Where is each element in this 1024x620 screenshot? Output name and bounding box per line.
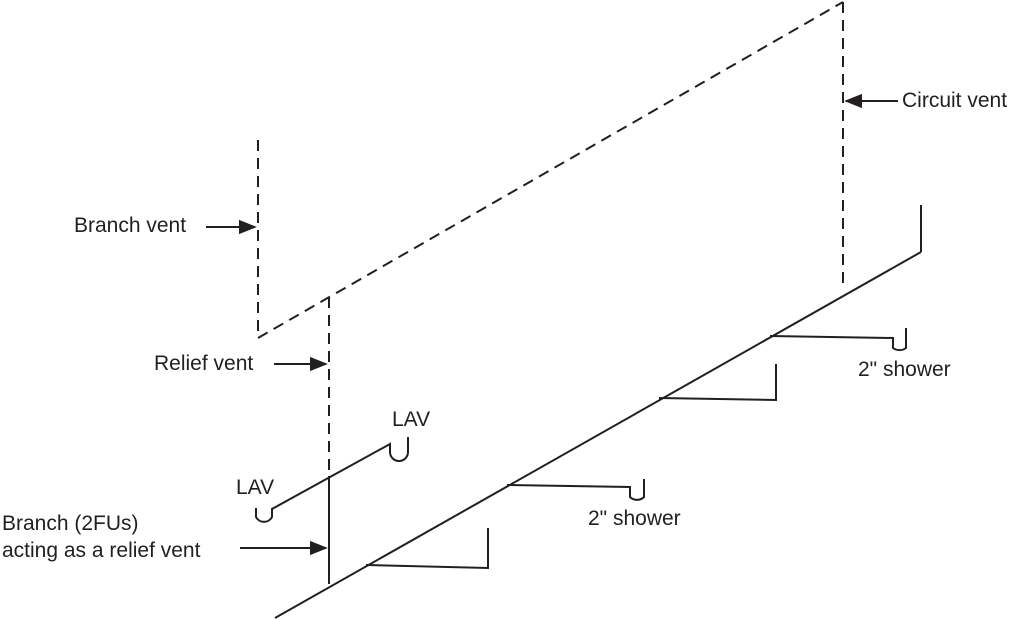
upper-stub-branch (658, 364, 777, 402)
lav-upper-label: LAV (392, 408, 431, 431)
vent-header-line (257, 1, 844, 339)
upper-shower-branch (769, 328, 907, 352)
circuit-vent-label: Circuit vent (902, 89, 1008, 112)
relief-vent-label: Relief vent (154, 352, 254, 375)
lower-stub-branch (365, 528, 489, 570)
main-drain-pipe (274, 251, 922, 619)
branch-vent-label: Branch vent (74, 214, 187, 237)
branch-relief-label-line1: Branch (2FUs) (2, 512, 139, 535)
lower-shower-branch (506, 479, 645, 501)
shower-upper-label: 2" shower (858, 358, 951, 381)
branch-relief-label-line2: acting as a relief vent (2, 539, 201, 562)
lav-branch-pipe (255, 437, 409, 523)
lav-lower-label: LAV (236, 476, 275, 499)
shower-lower-label: 2" shower (588, 507, 681, 530)
